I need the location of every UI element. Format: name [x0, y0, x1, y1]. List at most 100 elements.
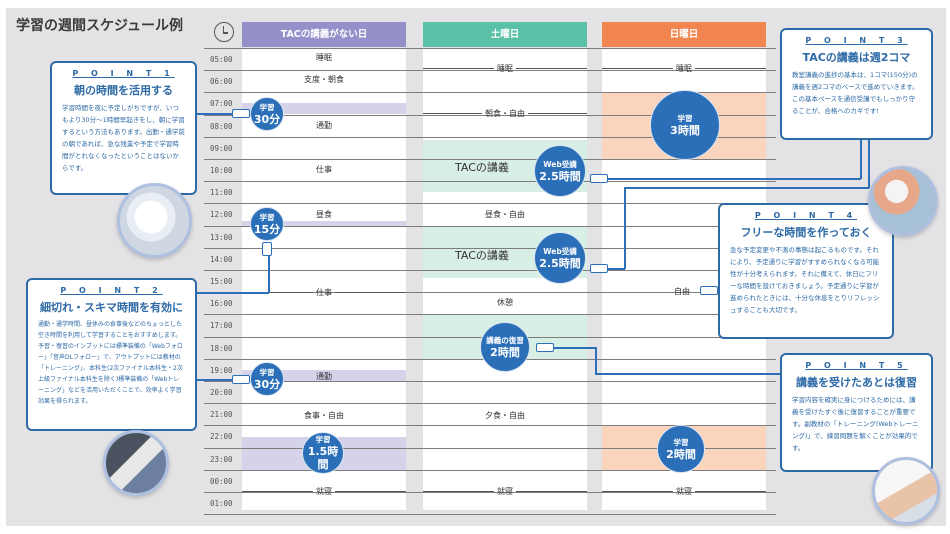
- act-saturday-lunch: 昼食・自由: [485, 210, 525, 219]
- pointing-hand-icon: [590, 264, 608, 273]
- point2-box: P O I N T 2 細切れ・スキマ時間を有効に 通勤・通学時間、昼休みの食事…: [26, 278, 197, 431]
- act-weekday-lunch: 昼食: [316, 210, 332, 219]
- pointing-hand-icon: [232, 375, 250, 384]
- point-label: P O I N T 1: [72, 69, 175, 78]
- badge-line1: 講義の復習: [486, 335, 524, 345]
- point-label: P O I N T 4: [754, 211, 858, 220]
- hour-gridline: [204, 159, 776, 160]
- hour-gridline: [204, 292, 776, 294]
- act-weekday-sleep: 睡眠: [316, 53, 332, 62]
- point-body: 急な予定変更や不測の事態は起こるものです。それにより、予定通りに学習がすすめられ…: [730, 246, 880, 314]
- hour-gridline: [204, 469, 776, 471]
- badge-line2: 15分: [253, 222, 281, 236]
- page-title: 学習の週間スケジュール例: [16, 18, 184, 34]
- badge-line2: 3時間: [670, 123, 700, 137]
- act-saturday-breakfast: 朝食・自由: [423, 108, 587, 119]
- time-label: 14:00: [210, 254, 233, 264]
- act-saturday-breakfast-label: 朝食・自由: [485, 109, 525, 118]
- hour-gridline: [204, 447, 776, 449]
- time-label: 10:00: [210, 166, 233, 175]
- point5-box: P O I N T 5 講義を受けたあとは復習 学習内容を確実に身につけるために…: [780, 353, 933, 472]
- band-weekday-study-am: [242, 103, 406, 114]
- act-weekday-prep: 支度・朝食: [304, 75, 344, 84]
- clock-photo: [117, 183, 192, 258]
- hour-gridline: [204, 225, 776, 227]
- hour-gridline: [204, 181, 776, 183]
- hour-gridline: [204, 314, 776, 316]
- act-weekday-bedtime-label: 就寝: [316, 487, 332, 496]
- act-sunday-sleep: 睡眠: [602, 63, 766, 74]
- point-heading: 講義を受けたあとは復習: [796, 376, 917, 389]
- connector-point5-h2: [595, 373, 785, 375]
- hour-gridline: [204, 425, 776, 427]
- hour-gridline: [204, 381, 776, 382]
- badge-line1: 学習: [677, 113, 693, 123]
- act-saturday-lecture-am: TACの講義: [455, 161, 509, 174]
- badge-line1: 学習: [315, 435, 331, 444]
- badge-line2: 2時間: [490, 345, 520, 359]
- act-sunday-sleep-label: 睡眠: [676, 64, 692, 73]
- badge-line2: 2時間: [666, 447, 696, 461]
- time-label: 08:00: [210, 121, 233, 131]
- time-label: 09:00: [210, 143, 233, 153]
- point-body: 通勤・通学時間、昼休みの食事後などのちょっとした空き時間を利用して学習することを…: [38, 321, 183, 405]
- connector-point2-v: [268, 256, 270, 293]
- point-body: 学習内容を確実に身につけるためには、講義を受けたすぐ後に復習することが重要です。…: [792, 396, 919, 452]
- badge-line2: 1.5時間: [307, 445, 339, 471]
- time-label: 23:00: [210, 454, 233, 464]
- time-label: 06:00: [210, 77, 233, 87]
- writing-hand-photo: [872, 457, 940, 525]
- point-heading: 朝の時間を活用する: [74, 84, 173, 97]
- coffee-cup-photo: [868, 166, 938, 236]
- point-heading: 細切れ・スキマ時間を有効に: [40, 301, 183, 314]
- connector-point3-v: [860, 140, 862, 179]
- connector-point5-v: [595, 347, 597, 374]
- badge-line1: 学習: [673, 437, 689, 447]
- hour-gridline: [204, 270, 776, 271]
- act-sunday-free: 自由: [674, 287, 690, 296]
- pointing-hand-icon: [536, 343, 554, 352]
- connector-point3b-v2: [624, 187, 626, 269]
- hour-gridline: [204, 92, 776, 94]
- act-weekday-commute-pm: 通勤: [316, 372, 332, 381]
- badge-line2: 30分: [253, 377, 281, 391]
- badge-line2: 2.5時間: [539, 256, 581, 270]
- hour-gridline: [204, 48, 776, 49]
- band-weekday-study-pm: [242, 370, 406, 381]
- badge-line1: 学習: [259, 367, 275, 377]
- connector-point3b-h: [624, 187, 869, 189]
- badge-line1: 学習: [259, 102, 275, 112]
- time-label: 19:00: [210, 365, 233, 375]
- time-label: 13:00: [210, 232, 233, 242]
- time-label: 15:00: [210, 277, 233, 286]
- act-saturday-sleep-label: 睡眠: [497, 64, 513, 73]
- point-label: P O I N T 2: [60, 286, 163, 295]
- column-header-saturday: 土曜日: [423, 22, 587, 47]
- connector-point1: [195, 113, 235, 115]
- hour-gridline: [204, 514, 776, 516]
- act-weekday-commute-am: 通勤: [316, 121, 332, 130]
- badge-line1: Web受講: [543, 246, 577, 256]
- hour-gridline: [204, 203, 776, 205]
- column-header-sunday: 日曜日: [602, 22, 766, 47]
- pointing-hand-icon: [232, 109, 250, 118]
- time-label: 21:00: [210, 410, 233, 420]
- clock-icon: [214, 22, 234, 42]
- connector-point3-h: [606, 178, 861, 180]
- act-sunday-bedtime-label: 就寝: [676, 487, 692, 496]
- point-body: 学習時間を夜に予定しがちですが、いつもより30分～1時間早起きをし、朝に学習する…: [62, 104, 185, 172]
- point-body: 教室講義の進捗の基本は、1コマ(150分)の講義を週2コマのペースで進めていきま…: [792, 71, 919, 115]
- act-saturday-rest: 休憩: [497, 298, 513, 307]
- pointing-hand-icon: [590, 174, 608, 183]
- time-label: 17:00: [210, 321, 233, 331]
- connector-point5-h1: [553, 347, 596, 349]
- badge-line1: 学習: [259, 212, 275, 222]
